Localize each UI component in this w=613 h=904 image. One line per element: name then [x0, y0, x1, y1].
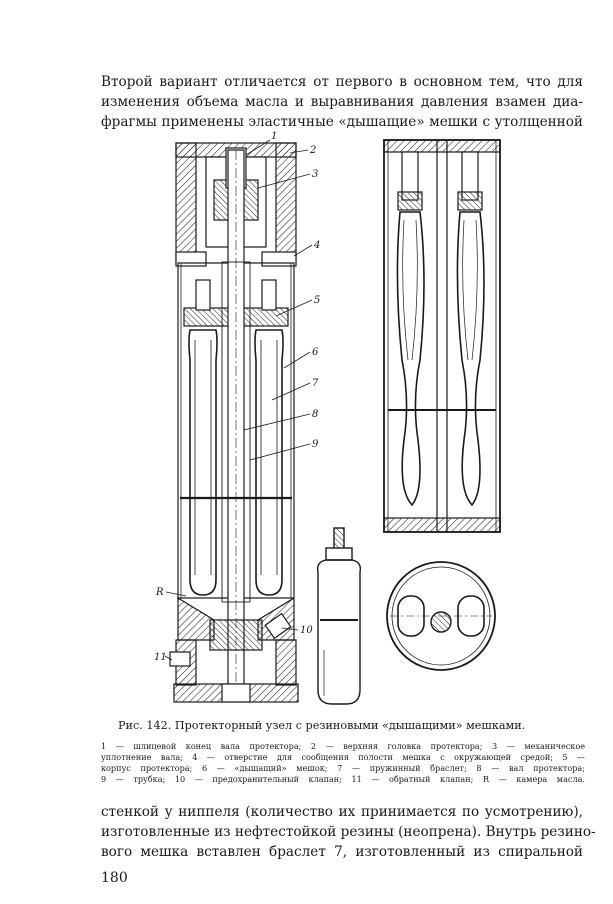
text-line: фрагмы применены эластичные «дышащие» ме… — [101, 114, 583, 130]
cross-section-view — [386, 561, 496, 671]
callout-label: 7 — [312, 378, 319, 389]
callout-label: 10 — [300, 625, 313, 636]
figure-legend: 1 — шлицевой конец вала протектора; 2 — … — [101, 741, 585, 785]
page-number: 180 — [101, 870, 128, 886]
body-paragraph-bottom: стенкой у ниппеля (количество их принима… — [101, 802, 596, 862]
rubber-bag-illustration — [316, 527, 362, 705]
text-line: вого мешка вставлен браслет 7, изготовле… — [101, 844, 583, 860]
text-line: стенкой у ниппеля (количество их принима… — [101, 804, 583, 820]
callout-label: 9 — [312, 439, 319, 450]
legend-line: 1 — шлицевой конец вала протектора; 2 — … — [101, 741, 585, 751]
legend-line: 9 — трубка; 10 — предохранительный клапа… — [101, 774, 585, 784]
text-line: изменения объема масла и выравнивания да… — [101, 94, 583, 110]
body-paragraph-top: Второй вариант отличается от первого в о… — [101, 72, 583, 132]
callout-label: 5 — [314, 295, 320, 306]
callout-label: 6 — [312, 347, 319, 358]
figure-caption: Рис. 142. Протекторный узел с резиновыми… — [118, 719, 526, 732]
callout-label: R — [155, 587, 164, 598]
callout-label: 8 — [312, 409, 318, 420]
legend-line: корпус протектора; 6 — «дышащий» мешок; … — [101, 763, 585, 773]
callout-label: 4 — [313, 240, 320, 251]
protector-elevation-view — [383, 139, 501, 533]
text-line: изготовленные из нефтестойкой резины (не… — [101, 824, 596, 840]
legend-line: уплотнение вала; 4 — отверстие для сообщ… — [101, 752, 585, 762]
callout-label: 11 — [154, 652, 167, 663]
protector-section-view — [164, 139, 313, 703]
callout-label: 3 — [312, 169, 318, 180]
text-line: Второй вариант отличается от первого в о… — [101, 74, 583, 90]
callout-label: 1 — [271, 131, 277, 142]
callout-label: 2 — [309, 145, 316, 156]
